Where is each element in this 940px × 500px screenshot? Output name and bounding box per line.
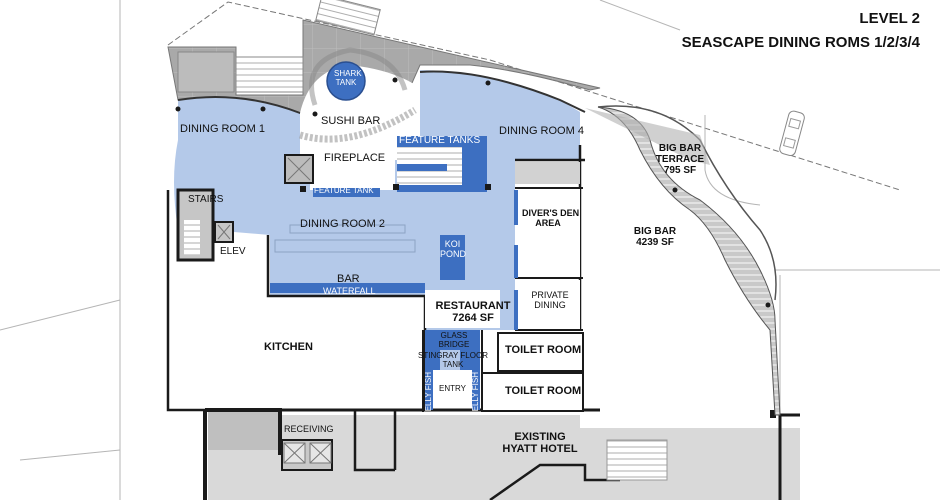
room-label-feature-tanks: FEATURE TANKS [399,135,481,146]
room-label-dining-room-2: DINING ROOM 2 [300,218,385,230]
big-bar-terrace-line-1: BIG BAR [658,143,702,154]
existing-hotel-line-2: HYATT HOTEL [502,443,578,456]
private-dining-line-2: DINING [534,300,566,311]
koi-pond-line-1: KOI [444,239,461,249]
room-label-toilet-room-2: TOILET ROOM [505,385,582,397]
toilet-room-1 [497,332,584,372]
room-label-sushi-bar: SUSHI BAR [321,115,381,127]
private-dining-line-1: PRIVATE [531,290,569,300]
big-bar-line-1: BIG BAR [633,226,677,237]
room-label-big-bar: BIG BAR 4239 SF [630,226,680,248]
stingray-line-2: TANK [442,359,464,369]
shark-tank [326,61,366,101]
divers-den-line-1: DIVER'S DEN [522,208,580,218]
restaurant-label-area [425,290,500,328]
room-label-feature-tank: FEATURE TANK [314,186,374,195]
stingray-line-1: STINGRAY FLOOR [418,351,488,360]
room-label-divers-den: DIVER'S DEN AREA [522,208,579,229]
room-label-stingray-floor-tank: STINGRAY FLOOR TANK [416,351,490,370]
restaurant-line-2: 7264 SF [452,312,494,325]
private-dining [517,280,580,330]
room-label-toilet-room-1: TOILET ROOM [505,344,582,356]
room-label-receiving: RECEIVING [284,424,334,434]
room-label-shark-tank: SHARK TANK [334,69,362,88]
room-label-restaurant: RESTAURANT 7264 SF [433,300,513,325]
room-label-dining-room-1: DINING ROOM 1 [180,123,265,135]
room-label-dining-room-4: DINING ROOM 4 [499,125,584,137]
level-title: LEVEL 2 [859,10,920,27]
outdoor-steps [315,0,381,36]
koi-pond-line-2: POND [440,249,467,260]
room-label-existing-hyatt-hotel: EXISTING HYATT HOTEL [495,431,585,456]
room-label-stairs: STAIRS [188,194,224,205]
room-label-jelly-fish-left: JELLY FISH [424,372,433,416]
room-label-fireplace: FIREPLACE [324,152,386,164]
room-label-entry: ENTRY [439,384,466,393]
room-label-glass-bridge: GLASS BRIDGE [434,331,474,350]
room-label-big-bar-terrace: BIG BAR TERRACE 795 SF [650,143,710,177]
glass-bridge-line-2: BRIDGE [438,339,470,349]
shark-tank-line-2: TANK [335,77,357,87]
room-label-private-dining: PRIVATE DINING [530,290,570,310]
room-label-koi-pond: KOI POND [440,239,467,260]
existing-hotel-line-1: EXISTING [514,431,566,443]
room-label-jelly-fish-right: JELLY FISH [471,372,480,416]
room-label-waterfall: WATERFALL [323,286,376,296]
big-bar-terrace [597,106,781,416]
shark-tank-line-1: SHARK [334,69,362,78]
room-label-elev: ELEV [220,246,246,257]
divers-den [517,188,580,278]
dining-area [174,70,580,330]
glass-bridge-line-1: GLASS [440,331,468,340]
big-bar-line-2: 4239 SF [636,237,674,249]
toilet-room-2 [481,372,584,412]
big-bar-terrace-line-2: TERRACE [655,154,705,166]
car-icon [779,110,805,157]
plan-subtitle: SEASCAPE DINING ROMS 1/2/3/4 [681,34,920,51]
restaurant-line-1: RESTAURANT [435,300,511,312]
columns [175,77,771,308]
divers-den-line-2: AREA [535,218,561,229]
room-label-bar: BAR [337,273,360,285]
room-label-kitchen: KITCHEN [264,341,313,353]
existing-hyatt-hotel [203,408,800,500]
big-bar-terrace-line-3: 795 SF [663,165,697,177]
